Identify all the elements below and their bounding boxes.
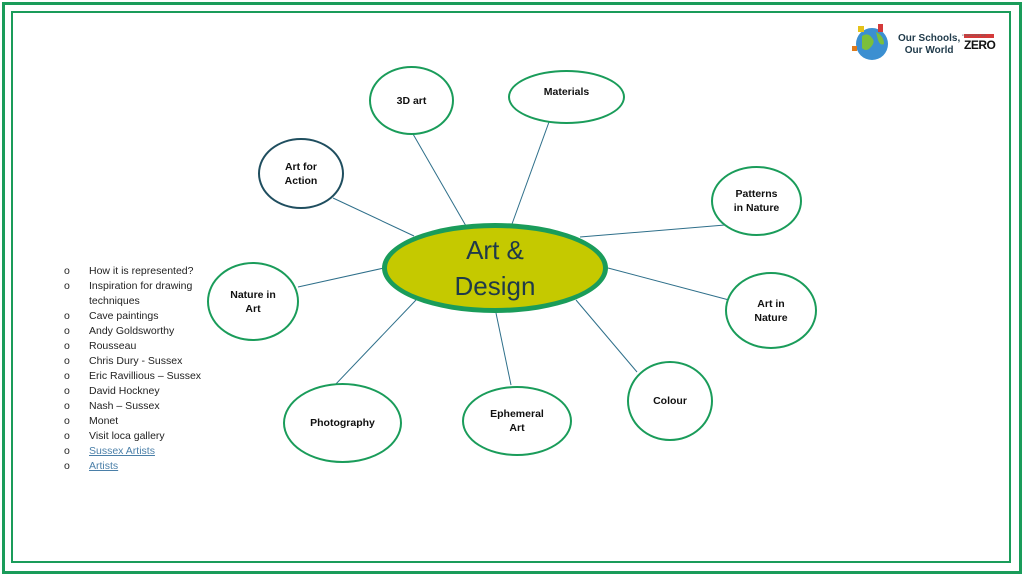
line-nature-in-art xyxy=(297,267,385,288)
partner-mark-text: ZERO xyxy=(964,38,996,52)
list-bullet: o xyxy=(64,415,70,427)
list-item: o David Hockney xyxy=(64,384,214,399)
list-item: o Andy Goldsworthy xyxy=(64,324,214,339)
line-materials xyxy=(511,121,550,225)
list-item: o Eric Ravillious – Sussex xyxy=(64,369,214,384)
list-bullet: o xyxy=(64,460,70,472)
node-3d-art: 3D art xyxy=(369,66,454,135)
list-item-text: Chris Dury - Sussex xyxy=(89,355,183,367)
list-item-text: How it is represented? xyxy=(89,265,194,277)
list-item: o Sussex Artists xyxy=(64,444,214,459)
list-bullet: o xyxy=(64,265,70,277)
list-bullet: o xyxy=(64,370,70,382)
list-bullet: o xyxy=(64,325,70,337)
node-colour: Colour xyxy=(627,361,713,441)
list-bullet: o xyxy=(64,400,70,412)
list-item-text: Cave paintings xyxy=(89,310,159,322)
list-item-text: David Hockney xyxy=(89,385,160,397)
line-art-in-nature xyxy=(607,267,730,301)
list-item: o Monet xyxy=(64,414,214,429)
inner-frame xyxy=(11,11,1011,563)
list-item-text: Visit loca gallery xyxy=(89,430,165,442)
node-nature-in-art: Nature in Art xyxy=(207,262,299,341)
line-ephemeral xyxy=(495,312,512,386)
list-bullet: o xyxy=(64,445,70,457)
list-item-text: Monet xyxy=(89,415,119,427)
globe-icon xyxy=(852,24,888,60)
list-bullet: o xyxy=(64,310,70,322)
list-bullet: o xyxy=(64,280,70,292)
list-item: o Nash – Sussex xyxy=(64,399,214,414)
partner-small-text: in partnership with xyxy=(962,33,987,37)
list-item-text: Inspiration for drawing techniques xyxy=(89,280,193,307)
list-item: o Visit loca gallery xyxy=(64,429,214,444)
line-3d-art xyxy=(412,133,467,227)
center-node: Art & Design xyxy=(382,223,608,313)
list-item: o How it is represented? xyxy=(64,264,214,279)
list-item-text: Andy Goldsworthy xyxy=(89,325,175,337)
logo-text: Our Schools, Our World xyxy=(898,33,961,56)
node-patterns-in-nature: Patterns in Nature xyxy=(711,166,802,236)
line-patterns xyxy=(579,224,726,238)
node-ephemeral-art: Ephemeral Art xyxy=(462,386,572,456)
node-art-for-action: Art for Action xyxy=(258,138,344,209)
node-materials: Materials xyxy=(508,70,625,124)
list-item-text: Rousseau xyxy=(89,340,137,352)
list-item: o Chris Dury - Sussex xyxy=(64,354,214,369)
school-logo xyxy=(852,24,994,60)
list-bullet: o xyxy=(64,340,70,352)
list-bullet: o xyxy=(64,355,70,367)
list-item-text: Nash – Sussex xyxy=(89,400,160,412)
zero-logo-mark xyxy=(964,34,994,54)
list-bullet: o xyxy=(64,385,70,397)
list-item: o Inspiration for drawing techniques xyxy=(64,279,214,309)
line-art-for-action xyxy=(332,197,415,237)
list-bullet: o xyxy=(64,430,70,442)
sussex-artists-link[interactable]: Sussex Artists xyxy=(89,445,155,457)
list-item-text: Eric Ravillious – Sussex xyxy=(89,370,202,382)
node-photography: Photography xyxy=(283,383,402,463)
line-photography xyxy=(333,299,417,387)
line-colour xyxy=(575,299,638,373)
node-art-in-nature: Art in Nature xyxy=(725,272,817,349)
list-item: o Rousseau xyxy=(64,339,214,354)
list-item: o Cave paintings xyxy=(64,309,214,324)
list-item: o Artists xyxy=(64,459,214,474)
artists-link[interactable]: Artists xyxy=(89,460,119,472)
